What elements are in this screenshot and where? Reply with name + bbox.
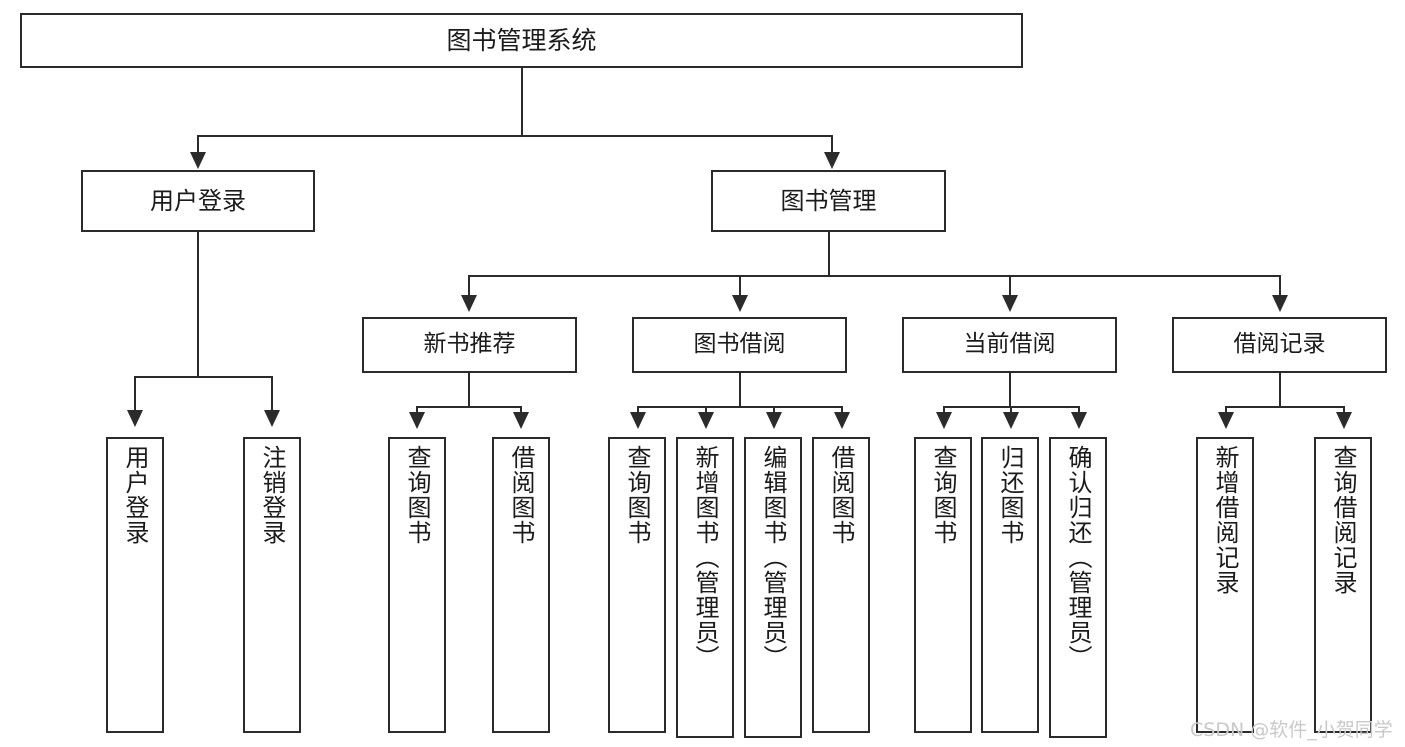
arrow-bm-to-new-book-recommend [461,295,477,312]
node-label: 新增借阅记录 [1211,445,1239,595]
leaf-user-login[interactable]: 用户登录 [106,437,164,733]
node-label: 借阅图书 [827,445,855,545]
node-book-borrow[interactable]: 图书借阅 [632,317,847,373]
connector-bb-drop-1 [637,406,639,414]
arrow-nb-leaf-2 [513,412,529,429]
leaf-borrow-book-2[interactable]: 借阅图书 [812,437,870,733]
node-label: 编辑图书（管理员） [759,445,787,670]
arrow-bb-leaf-2 [698,412,714,429]
connector-bm-drop-4 [1279,275,1281,297]
node-label: 用户登录 [150,186,246,215]
node-label: 借阅图书 [507,445,535,545]
arrow-cb-leaf-3 [1071,412,1087,429]
node-label: 图书管理 [780,186,877,215]
connector-borrow-record-bus [1225,406,1344,408]
connector-root-stem [521,68,523,136]
leaf-query-book-3[interactable]: 查询图书 [914,437,972,733]
leaf-query-book-1[interactable]: 查询图书 [388,437,446,733]
connector-user-login-drop-2 [271,376,273,412]
connector-root-bus [198,135,833,137]
connector-root-to-user-login [197,135,199,155]
node-label: 新增图书（管理员） [691,445,719,670]
node-current-borrow[interactable]: 当前借阅 [902,317,1117,373]
arrow-bm-to-current-borrow [1002,295,1018,312]
node-label: 图书借阅 [693,331,786,358]
node-label: 借阅记录 [1233,331,1326,358]
leaf-query-book-2[interactable]: 查询图书 [608,437,666,733]
connector-br-drop-2 [1343,406,1345,414]
node-label: 查询借阅记录 [1329,445,1357,595]
arrow-root-to-book-management [824,152,840,169]
node-user-login[interactable]: 用户登录 [81,170,315,232]
node-label: 确认归还（管理员） [1064,445,1092,670]
connector-bm-drop-3 [1009,275,1011,297]
connector-cb-drop-3 [1078,406,1080,414]
node-new-book-recommend[interactable]: 新书推荐 [362,317,577,373]
connector-user-login-bus [134,376,272,378]
node-label: 查询图书 [929,445,957,545]
leaf-add-borrow-record[interactable]: 新增借阅记录 [1196,437,1254,733]
connector-bb-drop-3 [773,406,775,414]
arrow-bm-to-book-borrow [732,295,748,312]
leaf-logout[interactable]: 注销登录 [243,437,301,733]
connector-nb-drop-2 [520,406,522,414]
connector-borrow-record-stem [1279,373,1281,408]
arrow-nb-leaf-1 [409,412,425,429]
leaf-borrow-book-1[interactable]: 借阅图书 [492,437,550,733]
node-root-book-management-system[interactable]: 图书管理系统 [20,13,1023,68]
connector-new-book-bus [416,406,521,408]
node-label: 查询图书 [623,445,651,545]
connector-new-book-stem [468,373,470,408]
connector-nb-drop-1 [416,406,418,414]
connector-bm-drop-2 [739,275,741,297]
arrow-bm-to-borrow-record [1272,295,1288,312]
arrow-bb-leaf-3 [766,412,782,429]
connector-user-login-stem [197,232,199,377]
connector-root-to-book-management [831,135,833,155]
connector-user-login-drop-1 [134,376,136,412]
arrow-bb-leaf-4 [834,412,850,429]
node-borrow-record[interactable]: 借阅记录 [1172,317,1387,373]
connector-current-borrow-stem [1009,373,1011,408]
node-label: 注销登录 [258,445,286,545]
connector-book-management-stem [828,232,830,276]
node-label: 新书推荐 [423,331,516,358]
arrow-br-leaf-2 [1336,412,1352,429]
connector-cb-drop-2 [1010,406,1012,414]
leaf-confirm-return[interactable]: 确认归还（管理员） [1049,437,1107,738]
arrow-br-leaf-1 [1218,412,1234,429]
connector-bm-drop-1 [468,275,470,297]
connector-book-management-bus [468,275,1281,277]
arrow-root-to-user-login [190,152,206,169]
leaf-add-book[interactable]: 新增图书（管理员） [676,437,734,738]
leaf-edit-book[interactable]: 编辑图书（管理员） [744,437,802,738]
node-label: 当前借阅 [963,331,1056,358]
arrow-user-login-leaf-1 [127,410,143,427]
leaf-return-book[interactable]: 归还图书 [981,437,1039,733]
node-label: 图书管理系统 [446,25,597,55]
node-label: 用户登录 [121,445,149,545]
node-label: 归还图书 [996,445,1024,545]
arrow-cb-leaf-2 [1003,412,1019,429]
connector-book-borrow-bus [637,406,842,408]
arrow-bb-leaf-1 [630,412,646,429]
arrow-cb-leaf-1 [936,412,952,429]
connector-cb-drop-1 [943,406,945,414]
connector-bb-drop-2 [705,406,707,414]
connector-br-drop-1 [1225,406,1227,414]
node-book-management[interactable]: 图书管理 [711,170,946,232]
connector-book-borrow-stem [739,373,741,408]
connector-bb-drop-4 [841,406,843,414]
leaf-query-borrow-record[interactable]: 查询借阅记录 [1314,437,1372,733]
arrow-user-login-leaf-2 [264,410,280,427]
node-label: 查询图书 [403,445,431,545]
